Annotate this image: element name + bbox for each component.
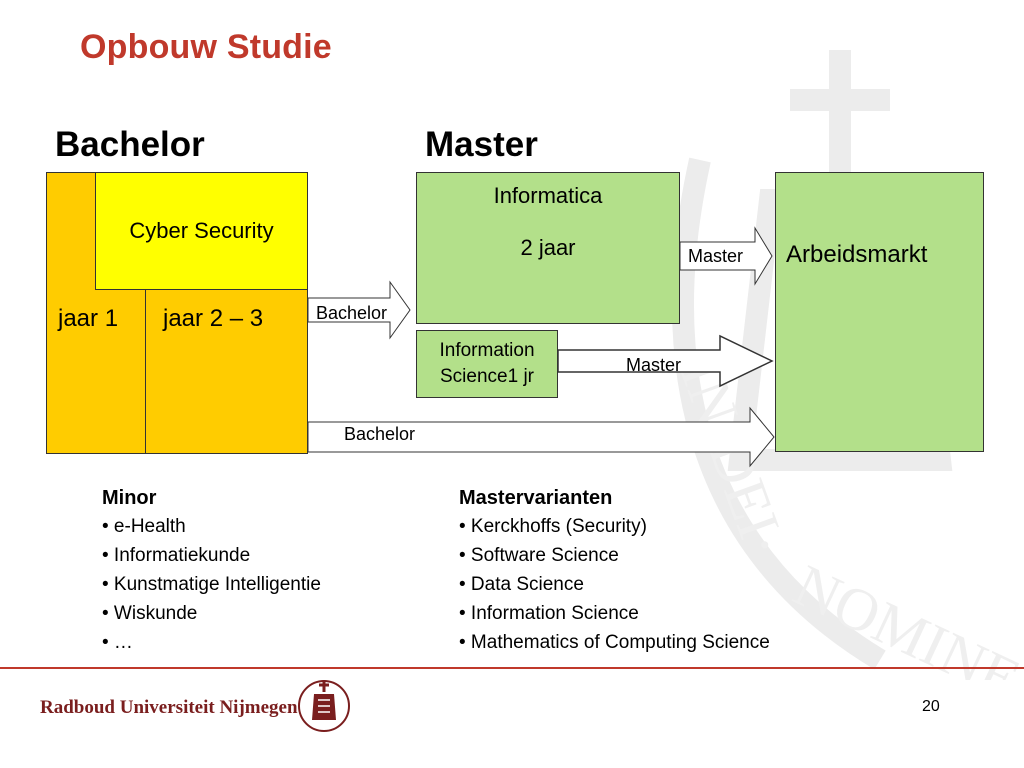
informatica-box: Informatica 2 jaar — [416, 172, 680, 324]
master-heading: Master — [425, 125, 538, 164]
mastervariant-item: • Information Science — [459, 603, 639, 624]
minor-item: • … — [102, 632, 133, 653]
arrow-bachelor-label-2: Bachelor — [344, 424, 416, 444]
information-science-line2: Science1 jr — [440, 366, 534, 387]
information-science-box: Information Science1 jr — [416, 330, 558, 398]
bachelor-heading: Bachelor — [55, 125, 205, 164]
arbeidsmarkt-box: Arbeidsmarkt — [775, 172, 984, 452]
minor-item: • e-Health — [102, 516, 186, 537]
jaar1-label: jaar 1 — [58, 305, 119, 332]
jaar23-label: jaar 2 – 3 — [163, 305, 264, 332]
arrow-bachelor-to-arbeidsmarkt — [307, 406, 775, 468]
arbeidsmarkt-label: Arbeidsmarkt — [786, 241, 928, 268]
university-name: Radboud Universiteit Nijmegen — [40, 697, 298, 718]
arrow-master-label-2: Master — [626, 355, 682, 375]
arrow-bachelor-label-1: Bachelor — [316, 303, 388, 323]
informatica-label: Informatica — [493, 183, 603, 208]
university-seal-icon — [298, 680, 350, 732]
cyber-security-label: Cyber Security — [129, 218, 274, 243]
information-science-line1: Information — [439, 340, 535, 361]
mastervariant-item: • Kerckhoffs (Security) — [459, 516, 647, 537]
minor-section: Minor • e-Health • Informatiekunde • Kun… — [102, 487, 321, 657]
page-number: 20 — [922, 698, 940, 715]
mastervarianten-heading: Mastervarianten — [459, 487, 613, 509]
minor-item: • Wiskunde — [102, 603, 198, 624]
slide-title: Opbouw Studie — [80, 28, 332, 66]
footer-divider — [0, 667, 1024, 669]
arrow-master-to-arbeidsmarkt — [679, 226, 773, 286]
informatica-duration: 2 jaar — [520, 235, 576, 260]
arrow-bachelor-to-master — [307, 280, 411, 340]
arrow-infoscience-to-arbeidsmarkt — [557, 334, 774, 388]
cyber-security-box: Cyber Security — [95, 172, 308, 290]
mastervarianten-section: Mastervarianten • Kerckhoffs (Security) … — [459, 487, 770, 657]
minor-item: • Kunstmatige Intelligentie — [102, 574, 321, 595]
arrow-master-label-1: Master — [688, 246, 744, 266]
mastervariant-item: • Mathematics of Computing Science — [459, 632, 770, 653]
mastervariant-item: • Software Science — [459, 545, 619, 566]
mastervariant-item: • Data Science — [459, 574, 584, 595]
minor-item: • Informatiekunde — [102, 545, 251, 566]
minor-heading: Minor — [102, 487, 157, 509]
